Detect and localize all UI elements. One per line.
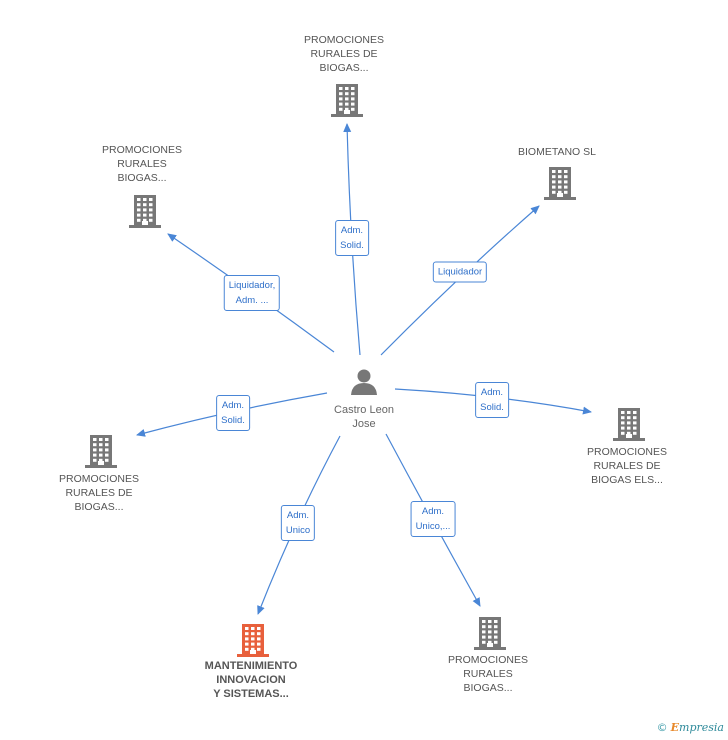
- company-label-n7[interactable]: PROMOCIONES RURALES BIOGAS...: [448, 654, 528, 694]
- brand-name: mpresia: [679, 721, 724, 734]
- building-icon[interactable]: [613, 408, 645, 441]
- company-label-n4[interactable]: PROMOCIONES RURALES DE BIOGAS ELS...: [587, 446, 667, 486]
- company-label-n1[interactable]: PROMOCIONES RURALES DE BIOGAS...: [304, 34, 384, 74]
- building-icon[interactable]: [544, 167, 576, 200]
- building-icon[interactable]: [237, 624, 269, 657]
- building-icon[interactable]: [474, 617, 506, 650]
- building-icon[interactable]: [331, 84, 363, 117]
- person-name[interactable]: Castro Leon Jose: [334, 404, 394, 430]
- person-icon[interactable]: [351, 369, 377, 396]
- building-icon[interactable]: [129, 195, 161, 228]
- relation-label-n6[interactable]: Adm. Unico: [280, 505, 316, 541]
- company-label-n6[interactable]: MANTENIMIENTO INNOVACION Y SISTEMAS...: [204, 660, 298, 700]
- relation-label-n5[interactable]: Adm. Solid.: [216, 395, 250, 431]
- brand-initial: E: [670, 721, 680, 734]
- company-label-n3[interactable]: PROMOCIONES RURALES BIOGAS...: [102, 144, 182, 184]
- relation-label-n3[interactable]: Liquidador, Adm. ...: [223, 275, 281, 311]
- relation-label-n7[interactable]: Adm. Unico,...: [410, 501, 456, 537]
- company-label-n2[interactable]: BIOMETANO SL: [518, 146, 596, 158]
- copyright-symbol: ©: [656, 721, 668, 734]
- building-icon[interactable]: [85, 435, 117, 468]
- footer-brand: ©Empresia: [657, 721, 724, 734]
- relation-label-n4[interactable]: Adm. Solid.: [475, 382, 509, 418]
- relation-label-n1[interactable]: Adm. Solid.: [335, 220, 369, 256]
- relation-label-n2[interactable]: Liquidador: [432, 261, 488, 283]
- company-label-n5[interactable]: PROMOCIONES RURALES DE BIOGAS...: [59, 473, 139, 513]
